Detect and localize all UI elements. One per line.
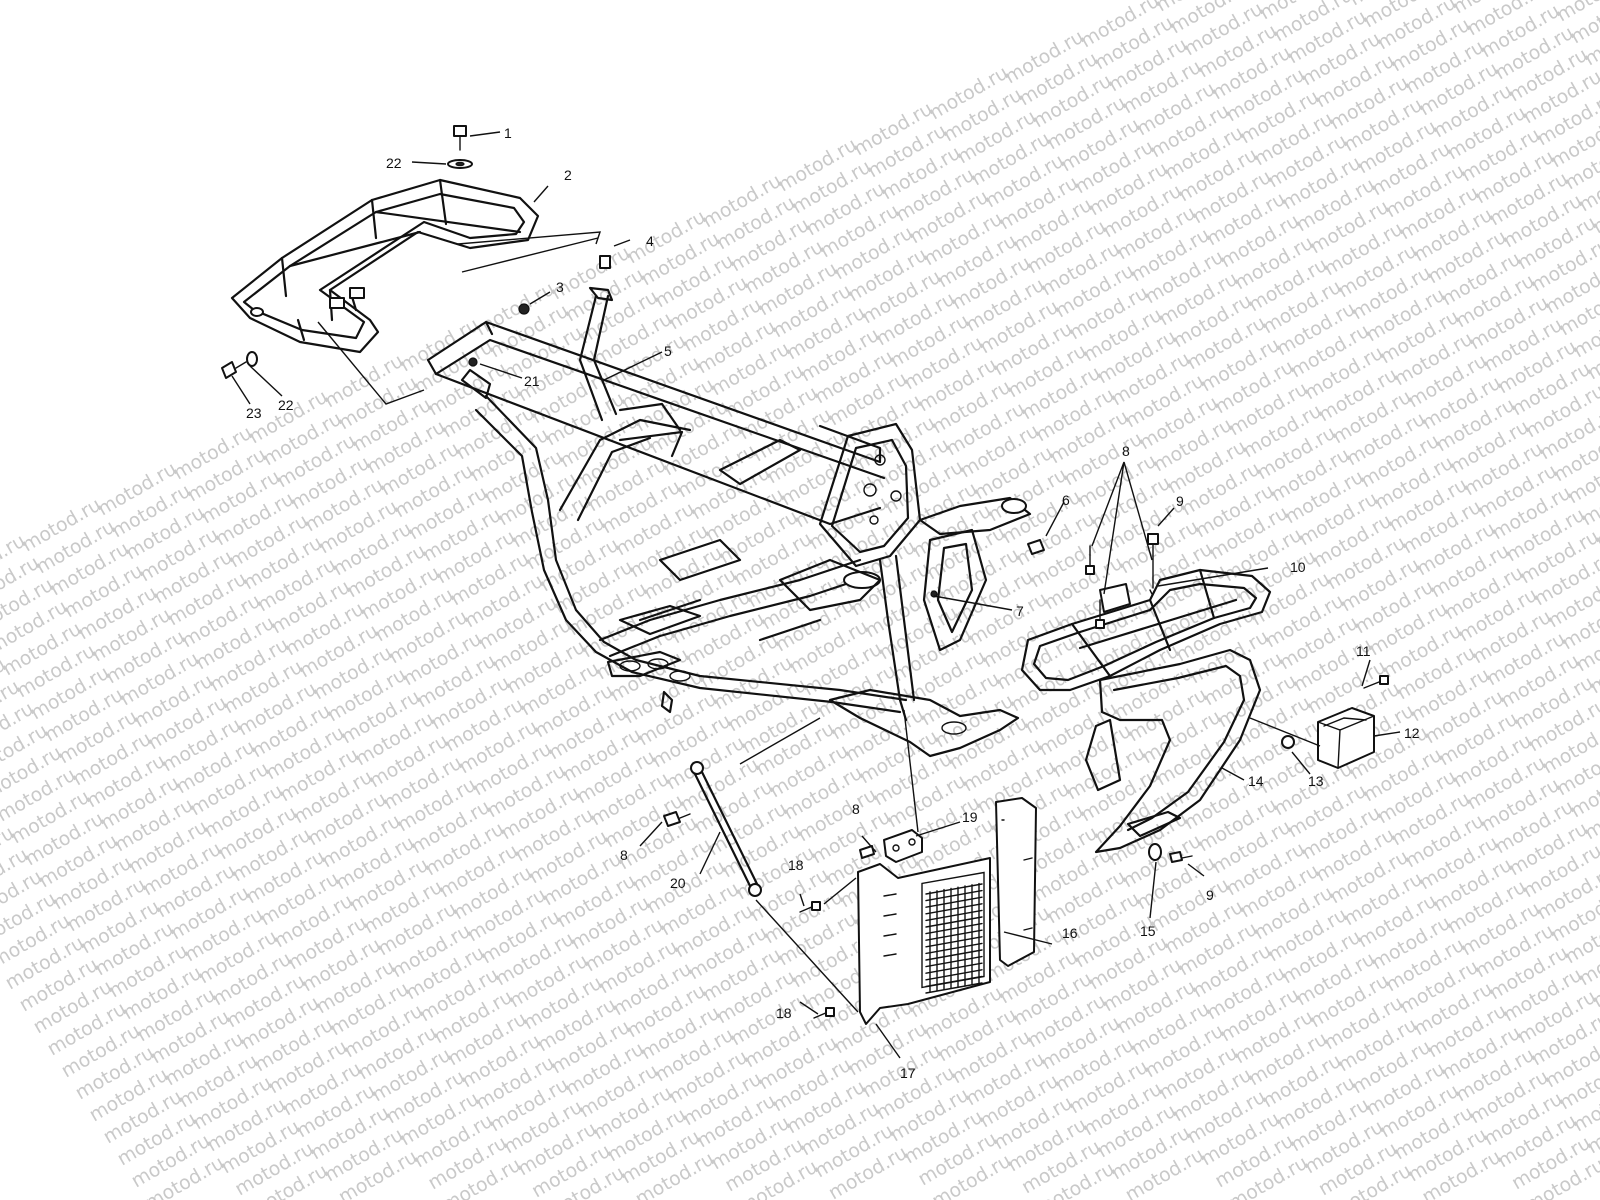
callout-22-top: 22 [386,155,402,171]
callout-14: 14 [1248,773,1264,789]
callout-18-top: 18 [788,857,804,873]
callout-7: 7 [1016,603,1024,619]
radiator-screen [995,797,1037,967]
callout-5: 5 [664,343,672,359]
callout-20: 20 [670,875,686,891]
callout-17: 17 [900,1065,916,1081]
callout-22-left: 22 [278,397,294,413]
callout-13: 13 [1308,773,1324,789]
callout-21: 21 [524,373,540,389]
callout-15: 15 [1140,923,1156,939]
callout-12: 12 [1404,725,1420,741]
callout-6: 6 [1062,492,1070,508]
callout-19: 19 [962,809,978,825]
callout-9-top: 9 [1176,493,1184,509]
callout-10: 10 [1290,559,1306,575]
callout-9-bottom: 9 [1206,887,1214,903]
callout-8-left: 8 [620,847,628,863]
callout-11: 11 [1356,643,1371,659]
callout-18-bottom: 18 [776,1005,792,1021]
callout-2: 2 [564,167,572,183]
callout-8-mid: 8 [852,801,860,817]
callout-8-top: 8 [1122,443,1130,459]
callout-23: 23 [246,405,262,421]
callout-3: 3 [556,279,564,295]
callout-16: 16 [1062,925,1078,941]
callout-1: 1 [504,125,512,141]
callout-4: 4 [646,233,654,249]
